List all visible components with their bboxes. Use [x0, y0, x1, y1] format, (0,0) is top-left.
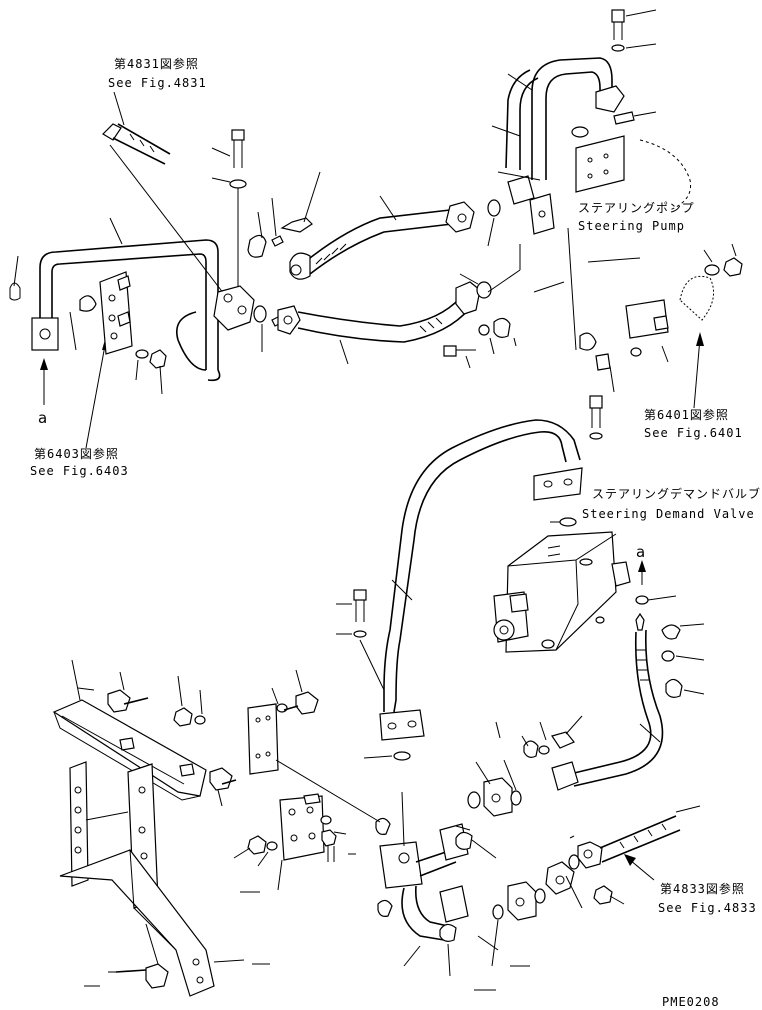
lower-manifold	[348, 721, 546, 991]
ref-fig4833-en: See Fig.4833	[658, 901, 757, 915]
steering-demand-valve-jp: ステアリングデマンドバルブ	[592, 486, 761, 501]
demand-valve-pipe	[336, 395, 603, 761]
upper-hose	[247, 171, 501, 280]
ref-fig4831-jp: 第4831図参照	[114, 56, 199, 71]
bracket-6401	[579, 243, 743, 393]
ref-fig4831: 第4831図参照 See Fig.4831	[108, 56, 207, 90]
frame-brackets	[52, 659, 381, 997]
pipe-4833	[545, 805, 701, 909]
fitting-4831	[102, 123, 225, 295]
ref-fig6401-en: See Fig.6401	[644, 426, 743, 440]
steering-demand-valve-en: Steering Demand Valve	[582, 507, 755, 521]
drawing-code: PME0208	[662, 995, 720, 1009]
ref-fig4833-jp: 第4833図参照	[660, 881, 745, 896]
ref-fig6401-jp: 第6401図参照	[644, 407, 729, 422]
steering-pump-jp: ステアリングポンプ	[578, 201, 695, 215]
ref-fig6403-en: See Fig.6403	[30, 464, 129, 478]
label-steering-pump: ステアリングポンプ Steering Pump	[578, 201, 695, 233]
tee-block-bolt	[211, 129, 267, 352]
steering-pump-en: Steering Pump	[578, 219, 685, 233]
ref-fig6401: 第6401図参照 See Fig.6401	[644, 407, 743, 440]
lower-hose	[271, 273, 517, 369]
steering-demand-valve	[493, 517, 677, 653]
ref-fig4831-en: See Fig.4831	[108, 76, 207, 90]
ref-fig6403: 第6403図参照 See Fig.6403	[30, 446, 129, 478]
marker-a-left: a	[38, 409, 47, 427]
ref-fig6403-jp: 第6403図参照	[34, 446, 119, 461]
bracket-plate-6403	[99, 271, 167, 395]
marker-a-right: a	[636, 543, 645, 561]
ref-fig4833: 第4833図参照 See Fig.4833	[658, 881, 757, 915]
left-arch-pipe	[9, 217, 221, 382]
label-steering-demand-valve: ステアリングデマンドバルブ Steering Demand Valve	[582, 486, 761, 521]
lower-center-bracket	[233, 793, 347, 893]
right-hose	[521, 612, 705, 791]
steering-pump-pipes	[487, 9, 692, 351]
